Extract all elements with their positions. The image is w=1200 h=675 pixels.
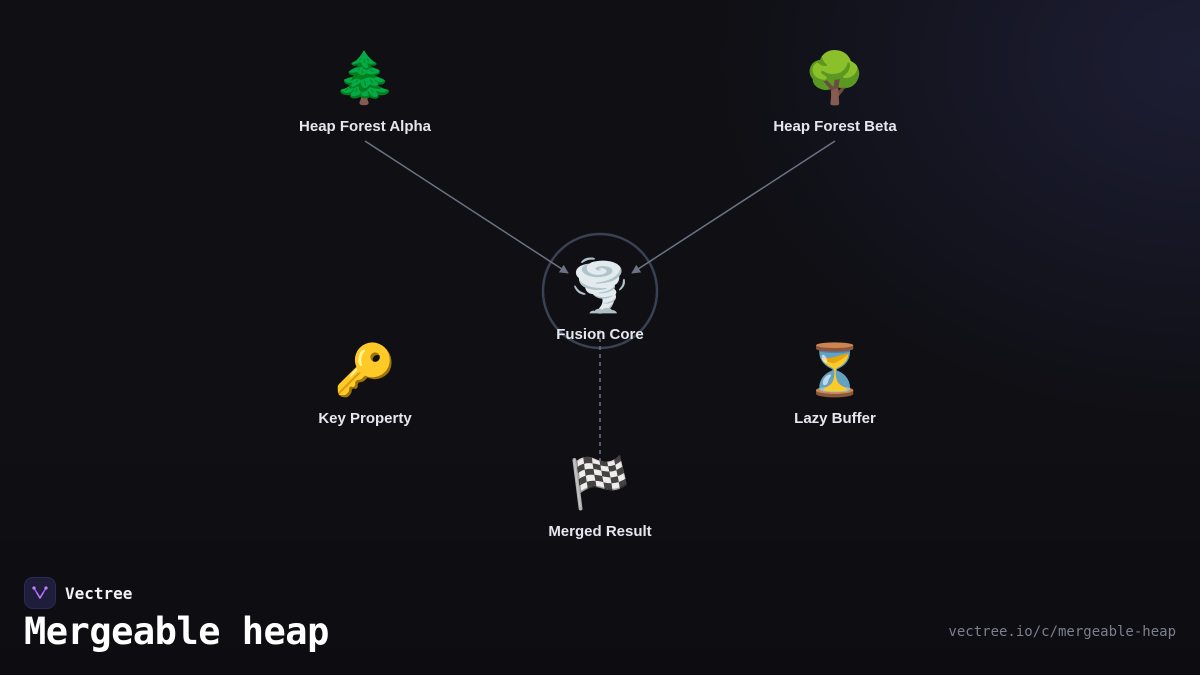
deciduous-tree-icon: 🌳 [803, 49, 867, 107]
key-icon: 🔑 [333, 341, 397, 399]
brand[interactable]: Vectree [24, 577, 132, 609]
edge-alpha-to-core [364, 140, 569, 274]
edge-beta-to-core [631, 140, 836, 274]
page-url[interactable]: vectree.io/c/mergeable-heap [948, 624, 1176, 640]
node-label: Heap Forest Beta [773, 118, 897, 135]
node-heap-forest-alpha[interactable]: 🌲 Heap Forest Alpha [245, 48, 485, 135]
hourglass-icon: ⏳ [803, 341, 867, 399]
node-label: Lazy Buffer [794, 410, 876, 427]
vectree-logo-icon [24, 577, 56, 609]
node-label: Heap Forest Alpha [299, 118, 431, 135]
brand-name: Vectree [65, 583, 133, 603]
node-merged-result[interactable]: 🏁 Merged Result [480, 453, 720, 540]
node-lazy-buffer[interactable]: ⏳ Lazy Buffer [715, 340, 955, 427]
page-title: Mergeable heap [24, 610, 329, 653]
node-label: Merged Result [548, 523, 652, 540]
node-key-property[interactable]: 🔑 Key Property [245, 340, 485, 427]
checkered-flag-icon: 🏁 [568, 454, 632, 512]
node-heap-forest-beta[interactable]: 🌳 Heap Forest Beta [715, 48, 955, 135]
node-label: Fusion Core [556, 326, 644, 343]
tornado-icon: 🌪️ [568, 257, 632, 315]
node-fusion-core[interactable]: 🌪️ Fusion Core [480, 256, 720, 343]
evergreen-tree-icon: 🌲 [333, 49, 397, 107]
node-label: Key Property [318, 410, 412, 427]
